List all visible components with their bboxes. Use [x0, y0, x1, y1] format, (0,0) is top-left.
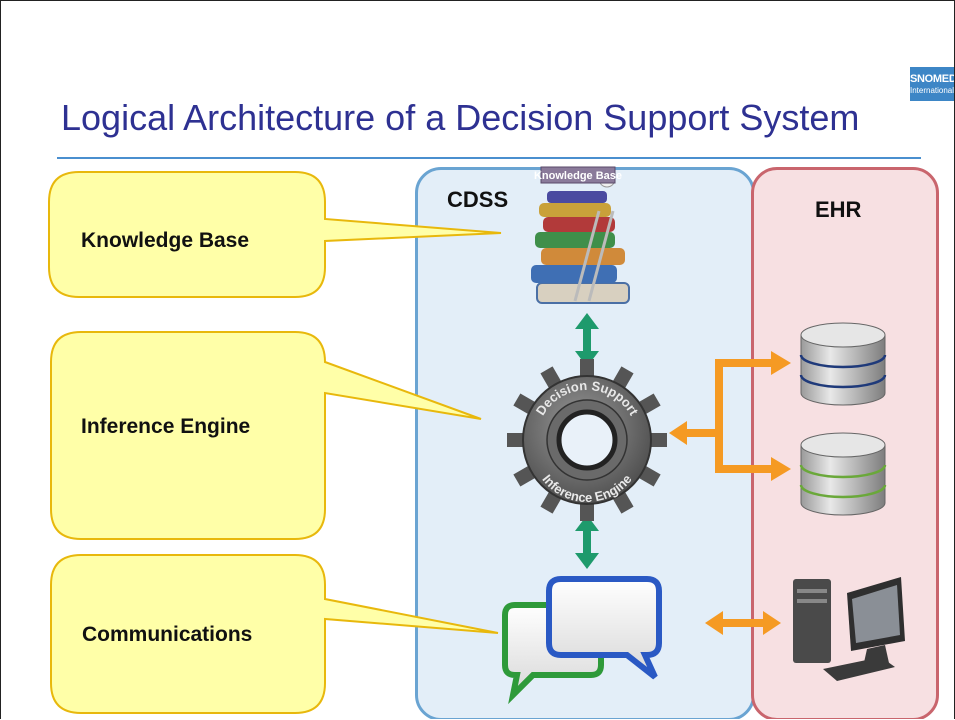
snomed-logo: SNOMED International — [910, 67, 954, 101]
books-stack-icon: Knowledge Base — [531, 166, 630, 304]
callout-inference-engine — [50, 331, 482, 540]
database-icon-2 — [799, 432, 887, 516]
orange-arrows-engine-databases — [669, 351, 791, 481]
orange-arrow-comm-workstation — [705, 611, 781, 635]
cdss-label: CDSS — [447, 187, 509, 212]
callout-communications — [50, 554, 499, 714]
green-arrow-kb-engine — [575, 313, 599, 367]
title-underline — [57, 157, 921, 159]
gear-icon: Decision Support Inference Engine — [507, 359, 667, 521]
database-icon-1 — [799, 322, 887, 406]
callout-inference-engine-text: Inference Engine — [81, 415, 251, 438]
speech-bubbles-icon — [502, 576, 662, 705]
ehr-label: EHR — [815, 197, 862, 222]
callout-knowledge-base — [48, 171, 502, 298]
callout-knowledge-base-text: Knowledge Base — [81, 229, 250, 252]
logo-line2: International — [910, 86, 955, 95]
logo-line1: SNOMED — [910, 73, 955, 85]
slide-title: Logical Architecture of a Decision Suppo… — [61, 97, 860, 138]
workstation-icon — [793, 577, 905, 681]
books-sign-label: Knowledge Base — [534, 170, 622, 182]
callout-communications-text: Communications — [82, 623, 253, 646]
green-arrow-engine-comm — [575, 515, 599, 569]
